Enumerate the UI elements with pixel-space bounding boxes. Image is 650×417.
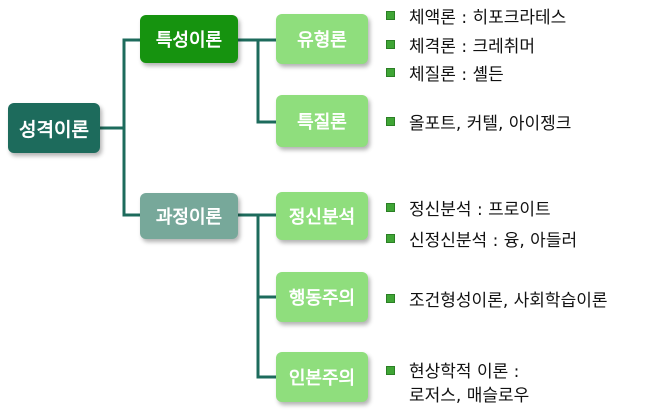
- subtheory-psychoanalysis: 정신분석: [276, 192, 368, 240]
- list-item-neo-psychoanalysis: 신정신분석 : 융, 아들러: [386, 226, 578, 251]
- subtheory-behaviorism: 행동주의: [276, 272, 368, 322]
- list-item-label: 조건형성이론, 사회학습이론: [409, 290, 608, 311]
- list-item-constitution-theory: 체질론 : 셸든: [386, 60, 504, 85]
- list-item-behaviorism-theories: 조건형성이론, 사회학습이론: [386, 286, 608, 311]
- bullet-icon: [386, 39, 395, 49]
- list-item-label: 정신분석 : 프로이트: [409, 199, 551, 220]
- list-item-label: 체질론 : 셸든: [409, 64, 504, 85]
- subtheory-trait-theory: 특질론: [276, 95, 368, 147]
- category-process-theory: 과정이론: [140, 193, 238, 239]
- list-item-trait-theorists: 올포트, 커텔, 아이젱크: [386, 109, 572, 134]
- bullet-icon: [386, 366, 395, 375]
- bullet-icon: [386, 202, 395, 212]
- list-item-label: 올포트, 커텔, 아이젱크: [409, 113, 572, 134]
- bullet-icon: [386, 67, 395, 77]
- list-item-humoral-theory: 체액론 : 히포크라테스: [386, 3, 567, 28]
- subtheory-type-theory: 유형론: [276, 14, 368, 64]
- list-item-phenomenological-theory: 현상학적 이론 : 로저스, 매슬로우: [386, 360, 529, 408]
- list-item-label-line-2: 로저스, 매슬로우: [409, 386, 530, 406]
- list-item-label: 현상학적 이론 : 로저스, 매슬로우: [409, 360, 529, 408]
- bullet-icon: [386, 293, 395, 303]
- bullet-icon: [386, 116, 395, 126]
- root-node-personality-theory: 성격이론: [8, 103, 100, 153]
- category-trait-theory: 특성이론: [140, 15, 238, 63]
- list-item-label-line-1: 현상학적 이론 :: [409, 362, 520, 382]
- list-item-physique-theory: 체격론 : 크레취머: [386, 32, 536, 57]
- list-item-psychoanalysis: 정신분석 : 프로이트: [386, 195, 551, 220]
- bullet-icon: [386, 233, 395, 243]
- list-item-label: 체격론 : 크레취머: [409, 36, 536, 57]
- subtheory-humanism: 인본주의: [276, 352, 368, 402]
- list-item-label: 신정신분석 : 융, 아들러: [409, 230, 578, 251]
- list-item-label: 체액론 : 히포크라테스: [409, 7, 567, 28]
- bullet-icon: [386, 10, 395, 20]
